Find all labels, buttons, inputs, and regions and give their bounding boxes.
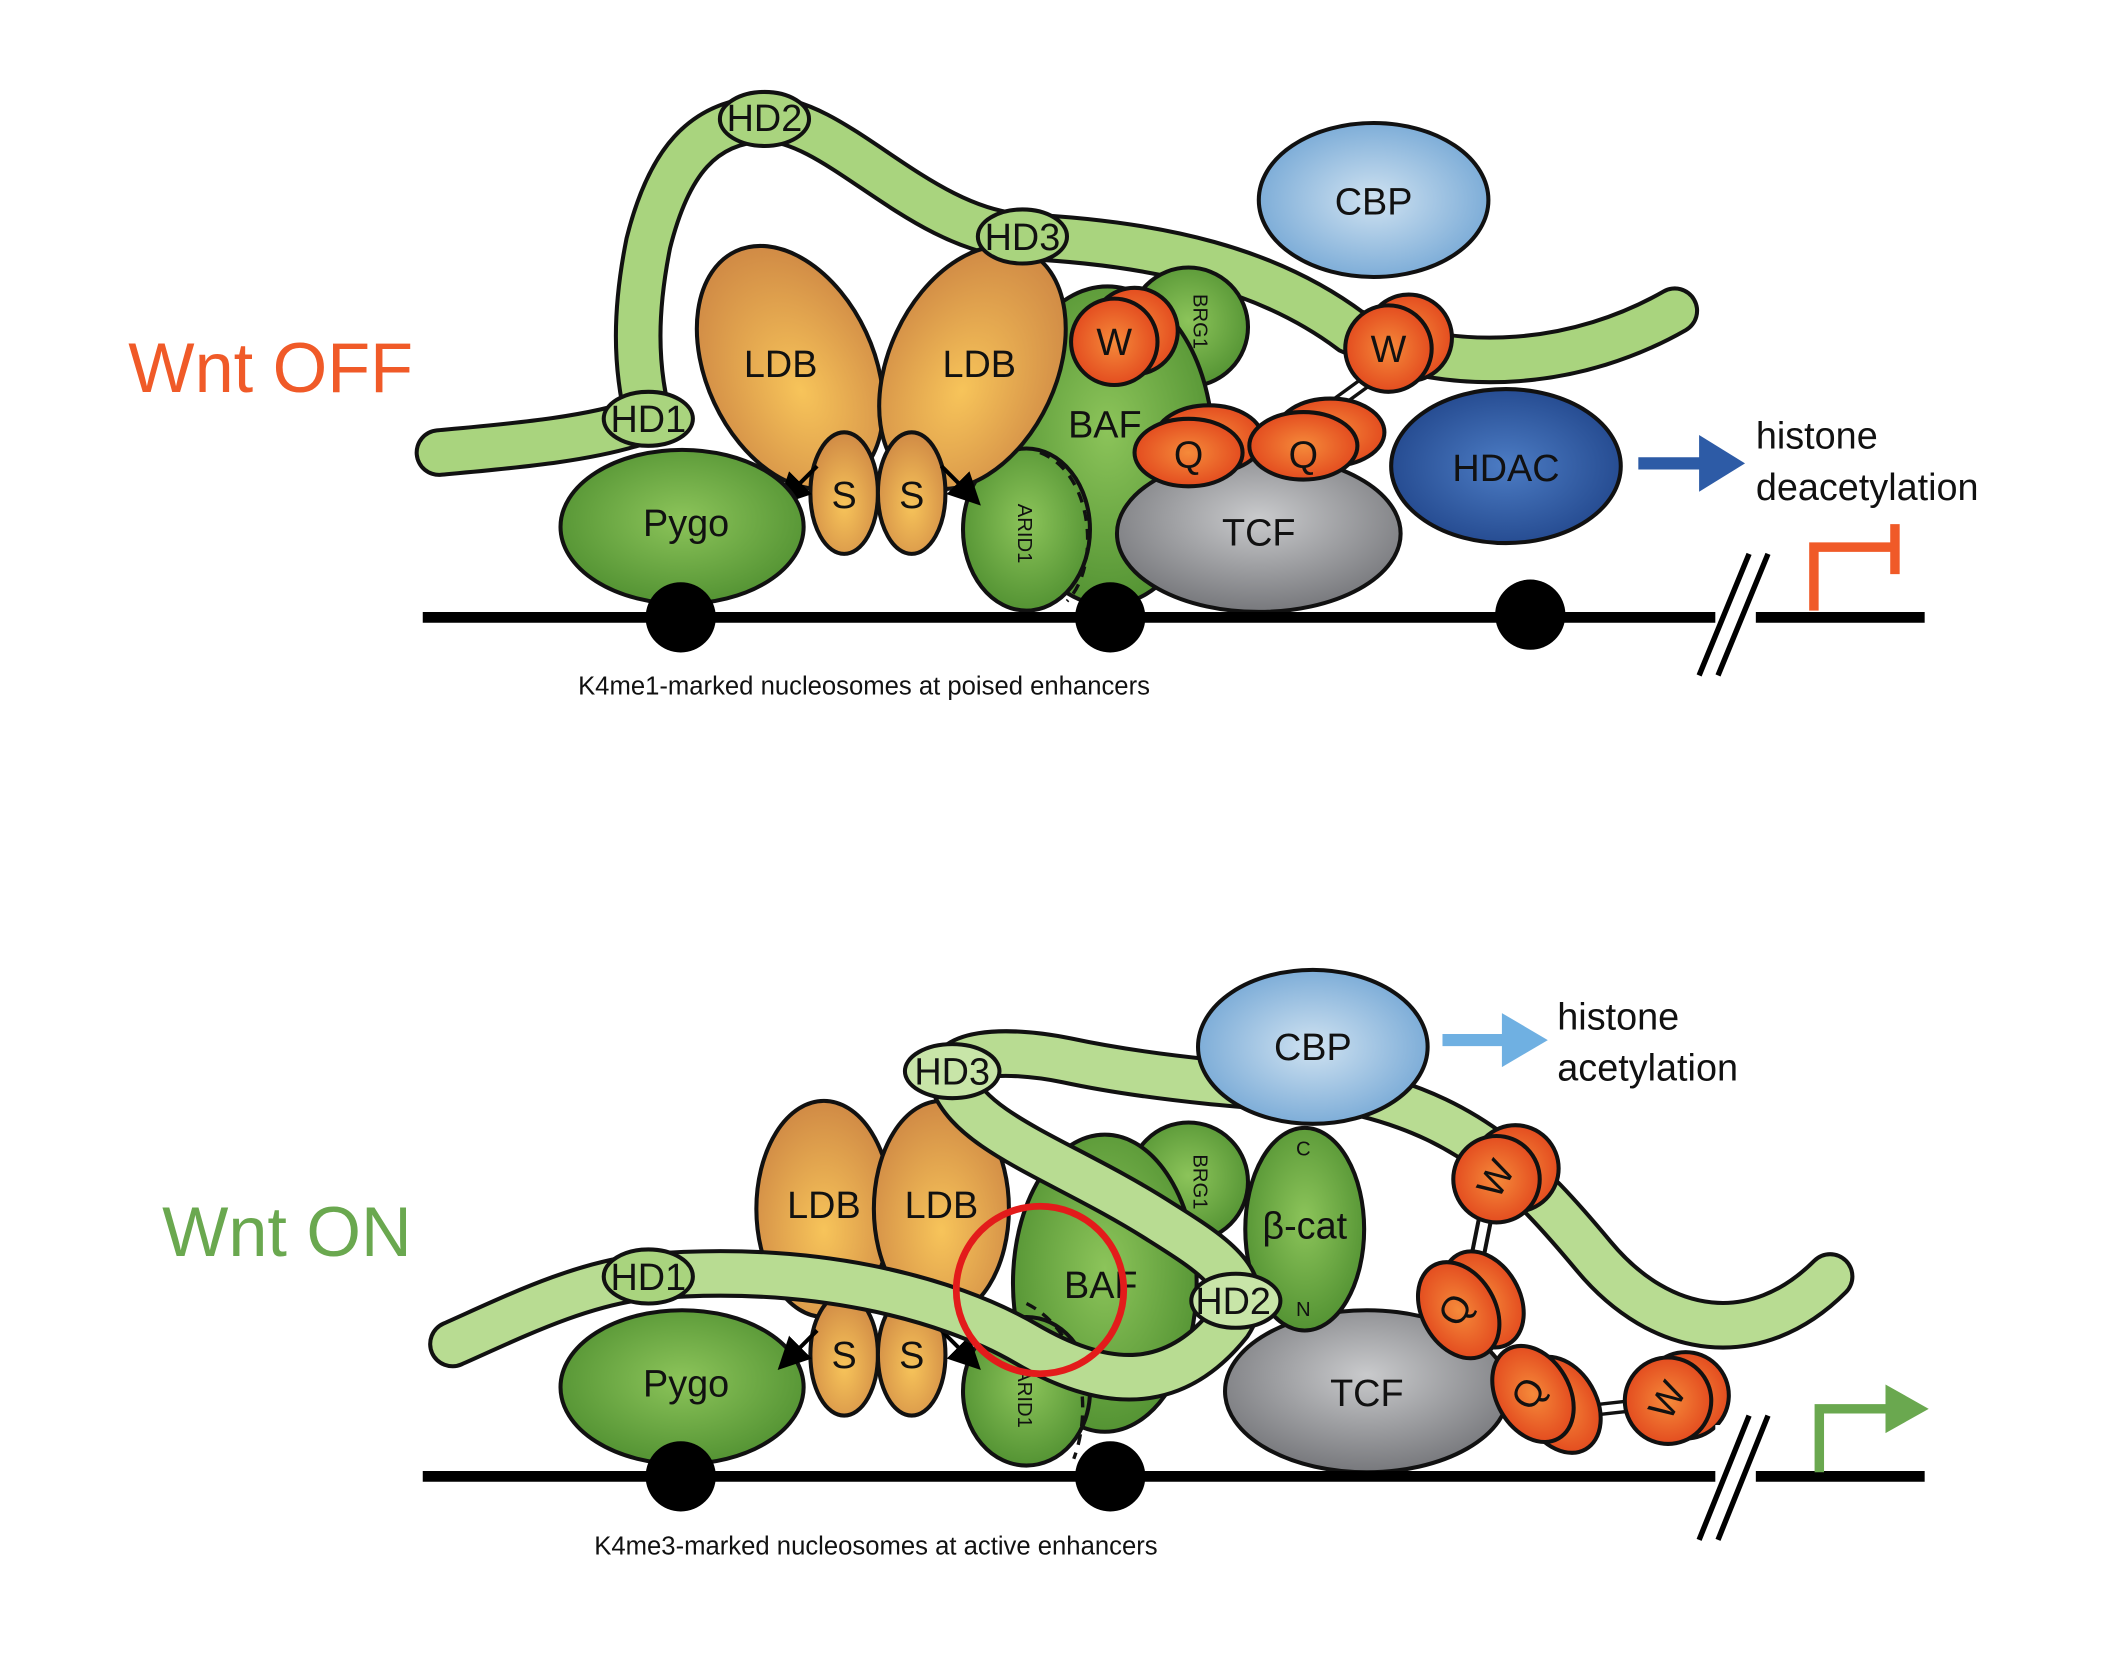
wnt-off-title: Wnt OFF: [128, 328, 413, 407]
q2-label: Q: [1289, 434, 1318, 476]
arrow-icon: [777, 1329, 819, 1370]
effect-line2: acetylation: [1557, 1048, 1738, 1090]
hd3-label: HD3: [914, 1052, 990, 1094]
deacetylation-arrow-icon: [1638, 435, 1746, 492]
beta-catenin: [1243, 1125, 1367, 1333]
tcf-label: TCF: [1222, 513, 1295, 555]
hd3-label: HD3: [985, 217, 1061, 259]
acetylation-arrow-icon: [1442, 1013, 1548, 1068]
q-domain-2: [1490, 1343, 1576, 1445]
pygo-label: Pygo: [643, 1364, 729, 1406]
brg1-label: BRG1: [1188, 1154, 1210, 1209]
beta-catenin-n-terminus: N: [1296, 1299, 1311, 1321]
dna-break-icon: [1696, 1414, 1771, 1541]
w1-label: W: [1096, 322, 1132, 364]
ssdp-right-label: S: [899, 1335, 924, 1377]
hd1-label: HD1: [610, 399, 686, 441]
ssdp-left-label: S: [832, 1335, 857, 1377]
arrow-icon: [939, 1329, 981, 1370]
hd2-label: HD2: [1195, 1281, 1271, 1323]
brg1-label: BRG1: [1188, 294, 1210, 349]
dna-break-icon: [1696, 552, 1771, 677]
ssdp-right-label: S: [899, 475, 924, 517]
active-promoter-arrow-icon: [1814, 1384, 1929, 1473]
cbp-protein: [1195, 967, 1430, 1126]
ssdp-right: [875, 430, 948, 556]
w-domain-1: [1069, 296, 1160, 388]
w-domain-2: [1343, 303, 1434, 394]
panel-wnt-on: Wnt ON LDB LDB S S BRG1 BAF ARID1 Pygo T…: [162, 967, 1929, 1561]
caption: K4me3-marked nucleosomes at active enhan…: [594, 1533, 1157, 1561]
w2-label: W: [1371, 329, 1407, 371]
baf-label: BAF: [1068, 405, 1142, 447]
nucleosome: [645, 1441, 716, 1512]
beta-catenin-c-terminus: C: [1296, 1138, 1311, 1160]
cbp-label: CBP: [1335, 182, 1413, 224]
cbp-protein: [1256, 120, 1491, 280]
hdac-label: HDAC: [1452, 448, 1559, 490]
highlight-circle: [952, 1202, 1128, 1378]
q1-label: Q: [1174, 434, 1203, 476]
nucleosome: [1075, 1441, 1146, 1512]
tcf-label: TCF: [1330, 1373, 1403, 1415]
nucleosome: [1075, 582, 1146, 653]
effect-line1: histone: [1756, 416, 1878, 458]
ldb-left-label: LDB: [744, 344, 818, 386]
wnt-on-title: Wnt ON: [162, 1192, 412, 1271]
hd2-label: HD2: [727, 98, 803, 140]
nucleosome: [1495, 579, 1566, 650]
effect-line1: histone: [1557, 996, 1679, 1038]
ldb-right-label: LDB: [905, 1185, 979, 1227]
cbp-label: CBP: [1274, 1027, 1352, 1069]
w-domain-2: [1622, 1355, 1714, 1446]
repressed-promoter-icon: [1809, 524, 1900, 611]
q-domain-1: [1132, 416, 1245, 489]
arid1-label: ARID1: [1013, 1368, 1035, 1428]
ldb-right-label: LDB: [942, 344, 1016, 386]
q-domain-1: [1415, 1260, 1502, 1361]
hd1-label: HD1: [610, 1257, 686, 1299]
effect-line2: deacetylation: [1756, 467, 1979, 509]
arrow-icon: [939, 464, 981, 506]
q-domain-2: [1247, 410, 1360, 482]
caption: K4me1-marked nucleosomes at poised enhan…: [578, 672, 1150, 700]
ldb-left-label: LDB: [787, 1185, 861, 1227]
pygo-label: Pygo: [643, 503, 729, 545]
nucleosome: [645, 582, 716, 653]
arid1-label: ARID1: [1013, 504, 1035, 564]
hdac-protein: [1389, 387, 1623, 546]
beta-catenin-label: β-cat: [1262, 1205, 1347, 1247]
w-domain-1: [1451, 1133, 1542, 1225]
ssdp-left-label: S: [832, 475, 857, 517]
arid1-subunit: [960, 446, 1092, 613]
panel-wnt-off: Wnt OFF BRG1 BAF ARID1 LDB LDB S S Pygo …: [128, 89, 1979, 700]
